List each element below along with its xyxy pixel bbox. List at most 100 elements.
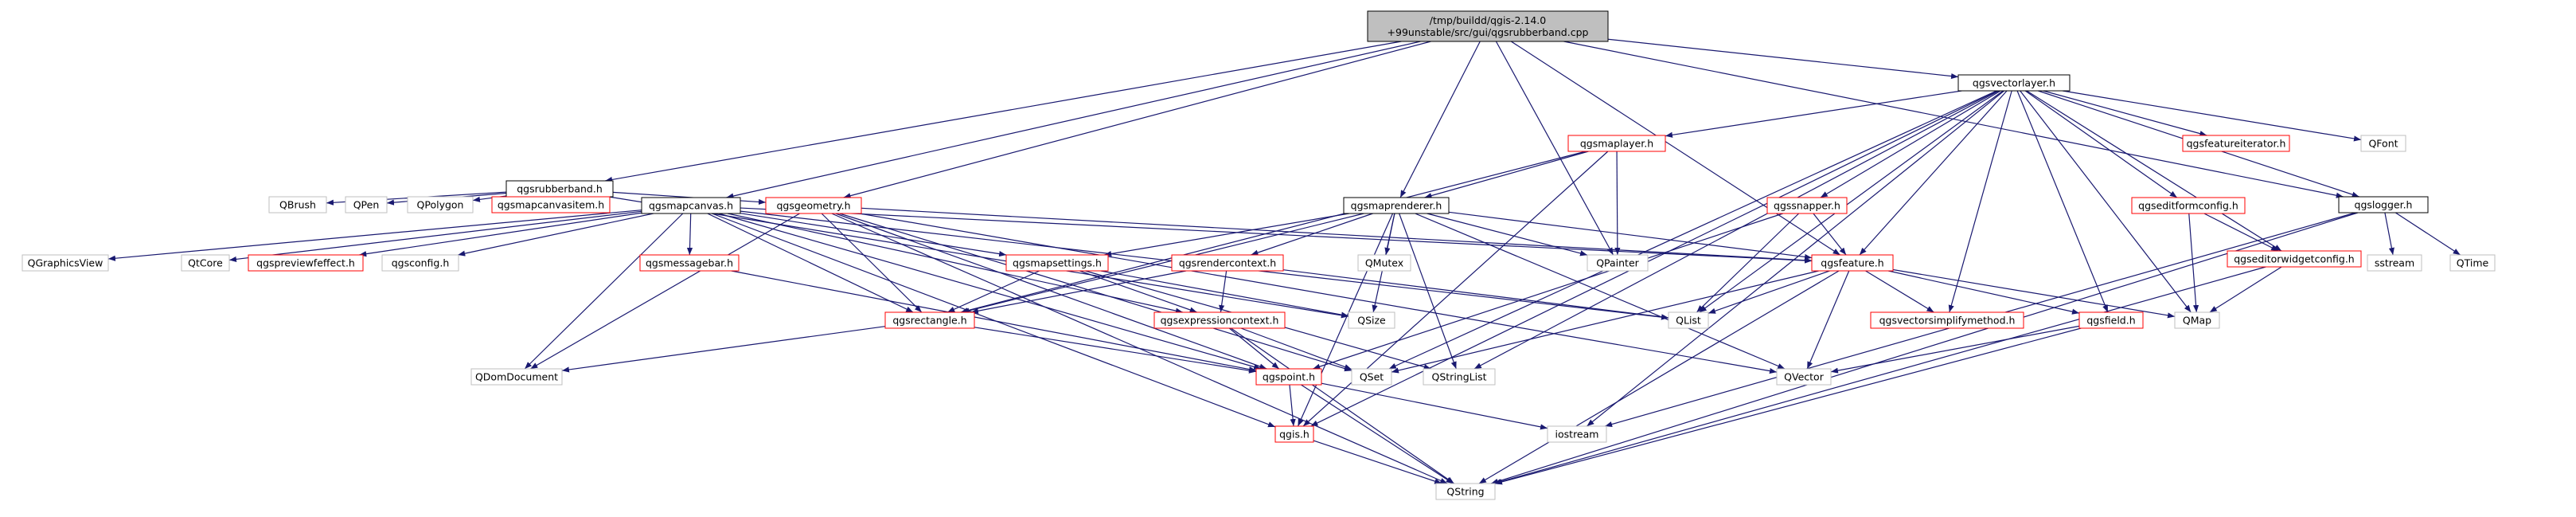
edge-qgsmapsettings_h-to-qgsrectangle_h: [946, 270, 1040, 313]
edge-qgsmaprenderer_h-to-qgsrendercontext_h: [1251, 213, 1373, 256]
node-box: [1668, 311, 1709, 329]
node-box: [1343, 197, 1450, 214]
edge-qgsmaplayer_h-to-qgsmaprenderer_h: [1424, 151, 1589, 199]
node-qgseditorwidgetconfig-h[interactable]: qgseditorwidgetconfig.h: [2227, 250, 2362, 268]
edge-root-to-QPainter: [1495, 41, 1614, 256]
edge-root-to-qgsvectorlayer_h: [1607, 38, 1959, 80]
node-box: [1367, 10, 1609, 42]
node-qgsgeometry-h[interactable]: qgsgeometry.h: [765, 197, 862, 214]
node-box: [2131, 197, 2246, 214]
node-box: [1435, 483, 1496, 500]
edge-qgsvectorlayer_h-to-QList: [1699, 90, 2004, 313]
node-label: QPen: [353, 199, 380, 211]
node-QStringList: QStringList: [1423, 368, 1496, 386]
node-label: qgseditformconfig.h: [2138, 200, 2238, 212]
node-qgsmaprenderer-h[interactable]: qgsmaprenderer.h: [1343, 197, 1450, 214]
node-QFont: QFont: [2360, 135, 2406, 152]
edge-qgsgeometry_h-to-qgspoint_h: [835, 213, 1267, 370]
node-box: [268, 196, 327, 213]
node-qgssnapper-h[interactable]: qgssnapper.h: [1766, 197, 1848, 214]
edge-qgsmapcanvas_h-to-qgsmapsettings_h: [740, 213, 1007, 257]
node-label: qgsexpressioncontext.h: [1161, 315, 1279, 327]
node-box: [1811, 254, 1894, 272]
node-box: [884, 311, 975, 329]
node-label: /tmp/buildd/qgis-2.14.0: [1430, 14, 1546, 26]
node-label: QSet: [1360, 371, 1384, 383]
node-box: [181, 254, 230, 272]
node-qgsmapcanvas-h[interactable]: qgsmapcanvas.h: [641, 197, 741, 214]
node-label: qgsfeature.h: [1821, 257, 1883, 269]
node-qgsmessagebar-h[interactable]: qgsmessagebar.h: [639, 254, 740, 272]
edge-qgsvectorlayer_h-to-qgseditformconfig_h: [2024, 90, 2178, 198]
edge-qgsvectorlayer_h-to-qgssnapper_h: [1820, 90, 2001, 198]
node-QDomDocument: QDomDocument: [470, 368, 563, 386]
edge-qgsexpressioncontext_h-to-QSet: [1240, 327, 1352, 370]
edge-qgsmapcanvas_h-to-qgspreviewfeffect_h: [359, 212, 642, 257]
edge-qgspoint_h-to-qgis_h: [1289, 384, 1296, 427]
node-qgsfeature-h[interactable]: qgsfeature.h: [1811, 254, 1894, 272]
edge-qgsmaprenderer_h-to-qgsmapsettings_h: [1104, 213, 1349, 257]
edge-qgspoint_h-to-iostream: [1321, 382, 1548, 430]
node-qgsrectangle-h[interactable]: qgsrectangle.h: [884, 311, 975, 329]
node-QPainter: QPainter: [1587, 254, 1649, 272]
edge-qgsgeometry_h-to-QVector: [859, 213, 1778, 374]
node-qgsfield-h[interactable]: qgsfield.h: [2078, 311, 2144, 329]
node-qgslogger-h[interactable]: qgslogger.h: [2338, 196, 2429, 213]
edge-qgsvectorlayer_h-to-qgsfeatureiterator_h: [2043, 90, 2207, 137]
node-box: [1870, 311, 2024, 329]
node-qgsexpressioncontext-h[interactable]: qgsexpressioncontext.h: [1153, 311, 1286, 329]
node-qgsfeatureiterator-h[interactable]: qgsfeatureiterator.h: [2182, 135, 2290, 152]
edge-qgsgeometry_h-to-QSet: [839, 213, 1352, 372]
node-QMap: QMap: [2174, 311, 2220, 329]
node-label: qgsconfig.h: [392, 257, 450, 269]
node-label: qgsmapcanvasitem.h: [498, 199, 604, 211]
node-label: qgsgeometry.h: [776, 200, 850, 212]
node-qgspreviewfeffect-h[interactable]: qgspreviewfeffect.h: [248, 254, 364, 272]
edge-qgsfeature_h-to-QMap: [1892, 268, 2176, 319]
node-qgsrubberband-h[interactable]: qgsrubberband.h: [505, 180, 614, 198]
node-box: [2078, 311, 2144, 329]
edge-qgsfeature_h-to-qgsvectorsimplifymethod_h: [1865, 270, 1934, 313]
edge-root-to-qgsrubberband_h: [605, 41, 1402, 182]
node-qgsvectorsimplifymethod-h[interactable]: qgsvectorsimplifymethod.h: [1870, 311, 2024, 329]
node-qgsvectorlayer-h[interactable]: qgsvectorlayer.h: [1957, 74, 2071, 92]
node-label: QGraphicsView: [28, 257, 103, 269]
edge-root-to-qgsmaprenderer_h: [1399, 41, 1481, 198]
node-label: QSize: [1357, 315, 1386, 327]
node-qgsrendercontext-h[interactable]: qgsrendercontext.h: [1171, 254, 1284, 272]
node-box: [2174, 311, 2220, 329]
node-label: QPainter: [1596, 257, 1639, 269]
edge-qgseditorwidgetconfig_h-to-QString: [1493, 266, 2266, 485]
node-label: qgsfield.h: [2086, 315, 2135, 327]
node-qgis-h[interactable]: qgis.h: [1274, 425, 1314, 443]
node-qgsmapcanvasitem-h[interactable]: qgsmapcanvasitem.h: [491, 196, 611, 213]
node-label: iostream: [1555, 429, 1599, 441]
edge-qgsfield_h-to-QString: [1494, 327, 2082, 485]
edge-qgsrendercontext_h-to-QList: [1282, 269, 1669, 320]
node-label: QBrush: [279, 199, 316, 211]
node-root[interactable]: /tmp/buildd/qgis-2.14.0+99unstable/src/g…: [1367, 10, 1609, 42]
edge-qgsmaprenderer_h-to-qgsrectangle_h: [962, 213, 1364, 314]
node-qgsmapsettings-h[interactable]: qgsmapsettings.h: [1005, 254, 1109, 272]
node-QGraphicsView: QGraphicsView: [21, 254, 109, 272]
edge-qgsrendercontext_h-to-qgsrectangle_h: [970, 270, 1187, 314]
edge-qgsfeature_h-to-QSet: [1391, 270, 1819, 374]
node-label: qgseditorwidgetconfig.h: [2234, 253, 2354, 265]
edge-qgsexpressioncontext_h-to-qgspoint_h: [1228, 327, 1280, 370]
node-label: qgsvectorlayer.h: [1973, 77, 2055, 89]
node-qgspoint-h[interactable]: qgspoint.h: [1255, 368, 1322, 386]
node-box: [1423, 368, 1496, 386]
node-box: [1348, 311, 1395, 329]
edge-qgsmapcanvas_h-to-qgsrectangle_h: [707, 213, 914, 313]
node-box: [1776, 368, 1832, 386]
node-label: qgsrectangle.h: [892, 315, 966, 327]
node-qgsmaplayer-h[interactable]: qgsmaplayer.h: [1567, 135, 1666, 152]
edge-qgsfeature_h-to-QString: [1478, 270, 1840, 484]
node-qgseditformconfig-h[interactable]: qgseditformconfig.h: [2131, 197, 2246, 214]
node-box: [1567, 135, 1666, 152]
edge-qgsmaprenderer_h-to-QVector: [1415, 213, 1786, 370]
node-box: [639, 254, 740, 272]
edge-qgsfeature_h-to-QList: [1708, 270, 1830, 314]
node-QtCore: QtCore: [181, 254, 230, 272]
